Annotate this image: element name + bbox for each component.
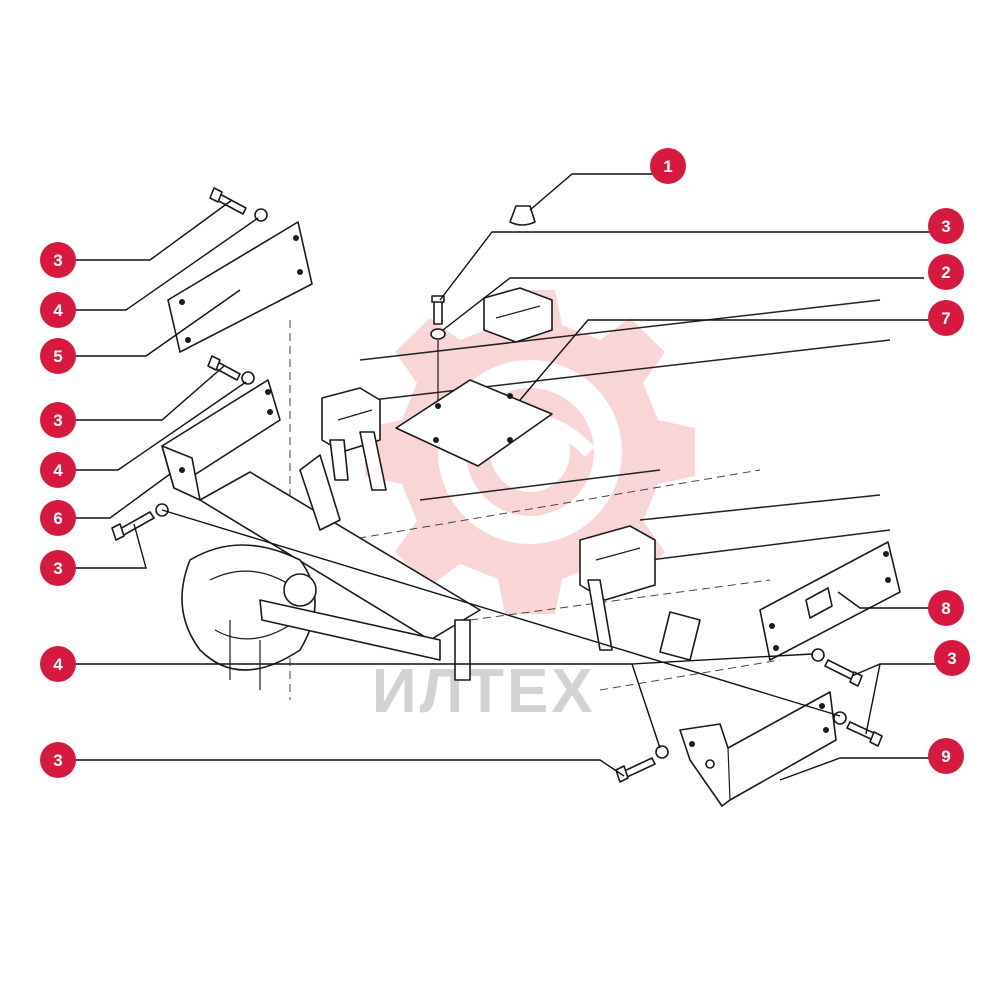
bolt-right-upper [811, 648, 863, 687]
callout-3-right: 3 [934, 640, 970, 676]
svg-text:3: 3 [53, 411, 62, 430]
callout-2: 2 [928, 254, 964, 290]
bolt-mid-left [207, 355, 255, 385]
svg-text:5: 5 [53, 347, 62, 366]
svg-text:3: 3 [53, 251, 62, 270]
callout-3-top: 3 [928, 208, 964, 244]
bolt-bottom [615, 745, 669, 783]
svg-text:3: 3 [947, 649, 956, 668]
callout-8: 8 [928, 590, 964, 626]
leader-lines [72, 173, 940, 781]
callout-6: 6 [40, 500, 76, 536]
svg-text:6: 6 [53, 509, 62, 528]
bolt-center [430, 295, 446, 400]
svg-text:4: 4 [53, 301, 63, 320]
callout-1: 1 [650, 148, 686, 184]
callout-7: 7 [928, 300, 964, 336]
callout-4-left-2: 4 [40, 452, 76, 488]
svg-text:2: 2 [941, 263, 950, 282]
callout-3-left-3: 3 [40, 550, 76, 586]
part-plate-5 [167, 221, 313, 353]
callout-3-left-2: 3 [40, 402, 76, 438]
callout-3-left-4: 3 [40, 742, 76, 778]
bolt-right-lower [833, 711, 883, 747]
part-plate-7 [395, 379, 553, 467]
callout-4-left-3: 4 [40, 646, 76, 682]
callout-4-left-1: 4 [40, 292, 76, 328]
callout-9: 9 [928, 738, 964, 774]
svg-text:3: 3 [53, 559, 62, 578]
svg-text:8: 8 [941, 599, 950, 618]
part-plate-8 [759, 541, 901, 661]
svg-text:4: 4 [53, 655, 63, 674]
svg-text:1: 1 [663, 157, 672, 176]
chassis-frame [181, 287, 891, 700]
svg-text:9: 9 [941, 747, 950, 766]
part-bracket-9 [679, 691, 837, 807]
svg-text:3: 3 [53, 751, 62, 770]
bolt-upper-left [209, 187, 268, 222]
svg-text:7: 7 [941, 309, 950, 328]
callout-3-left-1: 3 [40, 242, 76, 278]
watermark-text: ИЛТЕХ [372, 657, 596, 726]
svg-text:4: 4 [53, 461, 63, 480]
bolt-lower-left [111, 503, 169, 541]
svg-text:3: 3 [941, 217, 950, 236]
callout-5: 5 [40, 338, 76, 374]
